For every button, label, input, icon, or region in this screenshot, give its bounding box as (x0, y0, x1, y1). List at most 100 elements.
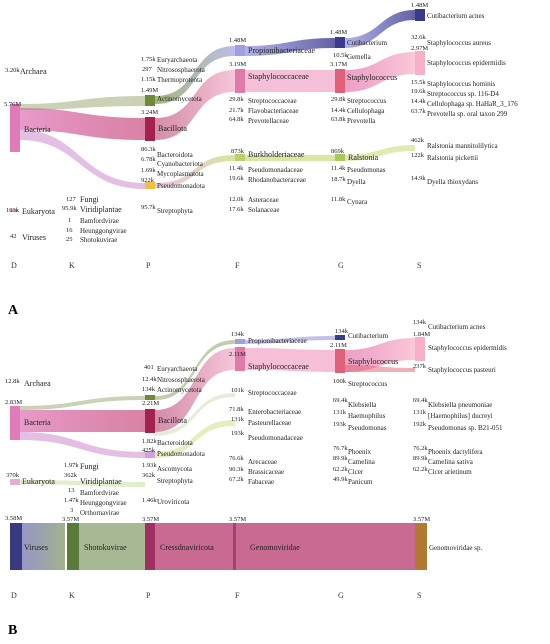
lbl-fungi: Fungi (80, 195, 99, 204)
val-b-streptococcaceae: 101k (231, 387, 245, 394)
lbl-prevotellaceae: Prevotellaceae (248, 117, 289, 125)
lbl-eukaryota: Eukaryota (22, 207, 55, 216)
lbl-b-staphylococcus: Staphylococcus (348, 357, 398, 366)
val-b-pseudomonas: 193k (333, 421, 347, 428)
val-b-s-klebsiella: 69.4k (413, 397, 428, 404)
flow-b-bacteria-actino (20, 396, 145, 410)
node-staphylococcus (335, 69, 345, 93)
val-b-fungi: 1.97k (64, 462, 79, 469)
val-actinomycetota: 1.49M (141, 87, 158, 94)
val-s-dyella: 14.9k (411, 175, 426, 182)
val-b-bacteroidota: 1.82k (142, 438, 157, 445)
val-bacillota: 3.24M (141, 109, 158, 116)
val-b-streptophyta: 362k (142, 472, 156, 479)
node-b-actino (145, 395, 155, 400)
lbl-b-enterobacteriaceae: Enterobacteriaceae (248, 408, 301, 416)
panel-a-label: A (8, 303, 19, 318)
node-staph-epidermidis (415, 51, 425, 75)
lbl-b-bacteria: Bacteria (24, 418, 51, 427)
lbl-b-s-acnes: Cutibacterium acnes (428, 323, 486, 331)
val-b-klebsiella: 69.4k (333, 397, 348, 404)
axis-b-d: D (11, 591, 17, 600)
node-cutibacterium-acnes (415, 9, 425, 21)
val-bacteria: 5.76M (4, 101, 21, 108)
val-b-brassicaceae: 90.3k (229, 466, 244, 473)
val-s-cellulophaga: 14.4k (411, 98, 426, 105)
val-b-phoenix: 76.7k (333, 445, 348, 452)
flow-bacteria-bacillota (20, 108, 145, 140)
lbl-dyella: Dyella (347, 178, 367, 186)
node-staphylococcaceae (235, 69, 245, 93)
axis-a-k: K (69, 261, 75, 270)
node-eukaryota (10, 209, 18, 212)
val-b-archaea: 12.8k (5, 378, 20, 385)
lbl-prevotella: Prevotella (347, 117, 376, 125)
val-eukaryota: 103k (6, 207, 20, 214)
lbl-pseudomonas: Pseudomonas (347, 166, 386, 174)
val-b-cutibacterium: 134k (335, 328, 349, 335)
axis-a-s: S (417, 261, 421, 270)
lbl-b-s-phoenix: Phoenix dactylifera (428, 448, 484, 456)
lbl-b-viruses: Viruses (24, 543, 48, 552)
val-burkholderiaceae: 873k (231, 148, 245, 155)
panel-a: 3.20k Archaea 5.76M Bacteria 103k Eukary… (4, 2, 518, 318)
val-b-s-genomo: 3.57M (413, 516, 430, 523)
lbl-mycoplasmatota: Mycoplasmatota (157, 170, 205, 178)
val-s-hominis: 15.5k (411, 79, 426, 86)
node-b-staph-epi (415, 337, 425, 361)
panel-b-label: B (8, 623, 17, 638)
lbl-b-s-pasteuri: Staphylococcus pasteuri (428, 366, 496, 374)
val-shotokuvirae: 25 (66, 236, 73, 243)
val-flavobacteriaceae: 21.7k (229, 107, 244, 114)
val-b-streptococcus: 100k (333, 378, 347, 385)
val-b-panicum: 49.9k (333, 476, 348, 483)
axis-b-p: P (146, 591, 151, 600)
lbl-s-ralstonia-p: Ralstonia pickettii (427, 154, 478, 162)
val-ralstonia: 869k (331, 148, 345, 155)
flow-actino-propioni (155, 46, 235, 104)
lbl-pseudomonadaceae: Pseudomonadaceae (248, 166, 303, 174)
lbl-b-staphylococcaceae: Staphylococcaceae (248, 362, 309, 371)
flow-b-staphylococcus-past (345, 365, 415, 372)
val-fungi: 127 (66, 196, 77, 203)
val-archaea: 3.20k (5, 67, 20, 74)
val-pseudomonadaceae: 11.4k (229, 165, 244, 172)
lbl-thermoproteota: Thermoproteota (157, 76, 203, 84)
val-propioni: 1.48M (229, 37, 246, 44)
node-b-genomoviridae (233, 523, 236, 570)
lbl-ralstonia: Ralstonia (348, 153, 379, 162)
axis-a-p: P (146, 261, 151, 270)
node-bacillota (145, 117, 155, 141)
val-b-bacillota: 2.21M (142, 400, 159, 407)
axis-a-g: G (338, 261, 344, 270)
lbl-streptococcus: Streptococcus (347, 97, 387, 105)
lbl-bamfordvirae: Bamfordvirae (80, 217, 119, 225)
lbl-b-brassicaceae: Brassicaceae (248, 468, 284, 476)
node-b-bacteria (10, 406, 20, 440)
axis-b-s: S (417, 591, 421, 600)
flow-b-viruses-shotoku (20, 523, 65, 570)
lbl-b-genomoviridae: Genomoviridae (250, 543, 300, 552)
val-cyanobacteriota: 6.78k (141, 156, 156, 163)
val-pseudomonas: 11.4k (331, 165, 346, 172)
lbl-b-euryarchaeota: Euryarchaeota (157, 365, 198, 373)
panel-b: 12.8k Archaea 2.83M Bacteria 370k Eukary… (5, 319, 507, 638)
val-bacteroidota: 86.3k (141, 146, 156, 153)
lbl-b-streptococcus: Streptococcus (348, 380, 388, 388)
val-euryarchaeota: 1.75k (141, 56, 156, 63)
flow-b-propioni-cuti (245, 336, 335, 344)
lbl-b-pseudomonadaceae: Pseudomonadaceae (248, 434, 303, 442)
node-actinomycetota (145, 95, 155, 106)
lbl-b-nitrososphaerota: Nitrososphaerota (157, 376, 206, 384)
lbl-solanaceae: Solanaceae (248, 206, 279, 214)
lbl-b-fungi: Fungi (80, 462, 99, 471)
flow-b-bact-streptococcaceae (155, 393, 235, 436)
axis-a-f: F (235, 261, 240, 270)
val-b-viridiplantae: 362k (64, 472, 78, 479)
val-asteraceae: 12.0k (229, 196, 244, 203)
node-pseudomonadota (145, 182, 155, 189)
lbl-cutibacterium: Cutibacterium (347, 39, 388, 47)
node-b-cressdnaviricota (145, 523, 155, 570)
lbl-gemella: Gemella (347, 53, 372, 61)
